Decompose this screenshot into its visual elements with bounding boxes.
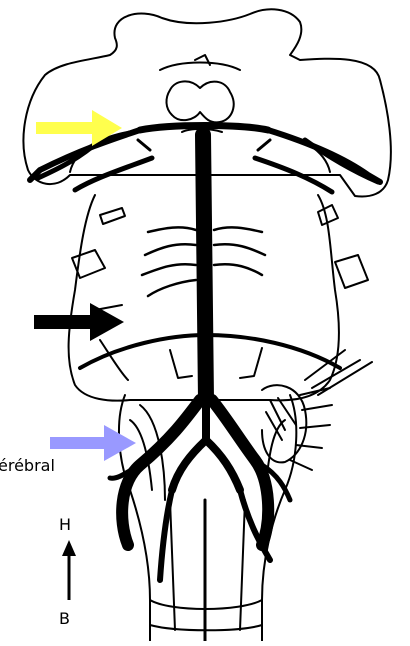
vertebral-artery-right <box>212 400 268 545</box>
orientation-arrow <box>62 540 76 600</box>
orientation-bottom-label: B <box>59 611 70 627</box>
partial-label-cerebral: érébral <box>0 458 55 474</box>
basilar-artery <box>203 135 206 400</box>
vertebral-artery-left <box>122 400 200 545</box>
orientation-top-label: H <box>59 517 71 533</box>
black-arrow <box>34 303 124 341</box>
purple-arrow <box>50 425 136 461</box>
